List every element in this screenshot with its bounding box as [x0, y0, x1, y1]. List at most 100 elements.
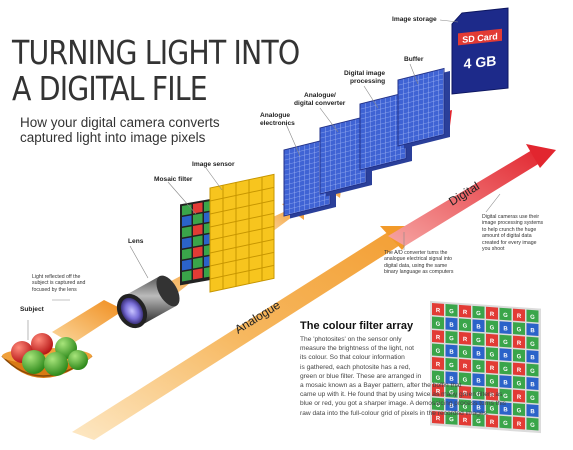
cfa-cell: [513, 416, 525, 430]
cfa-cell: [459, 331, 471, 345]
sensor-grid-line: [210, 238, 274, 254]
cfa-cell-letter: G: [517, 408, 522, 414]
cfa-cell-letter: B: [476, 378, 481, 384]
cfa-cell: [472, 400, 485, 414]
label-image-sensor: Image sensor: [192, 161, 235, 168]
cfa-cell-letter: B: [449, 349, 454, 355]
label-mosaic-filter: Mosaic filter: [154, 176, 193, 183]
label-image-storage: Image storage: [392, 16, 437, 23]
cfa-cell: [472, 319, 485, 333]
cfa-cell: [486, 360, 498, 374]
cfa-cell: [513, 322, 525, 336]
colour-filter-array-heading: The colour filter array: [300, 320, 414, 332]
page-title-line1: TURNING LIGHT INTO: [12, 33, 300, 72]
cfa-cell-letter: R: [517, 314, 522, 320]
cfa-cell: [499, 348, 512, 362]
image-sensor: [209, 173, 275, 293]
label-processing-2: processing: [350, 78, 386, 85]
cfa-cell: [459, 412, 471, 426]
label-analogue-electronics-1: Analogue: [260, 112, 291, 119]
cfa-cell: [472, 305, 485, 319]
cfa-cell-letter: R: [490, 420, 495, 426]
cfa-cell-letter: G: [436, 376, 441, 382]
cfa-cell-letter: R: [490, 393, 495, 399]
cfa-body-line: The 'photosites' on the sensor only: [300, 336, 402, 343]
cfa-cell: [432, 384, 444, 397]
cfa-cell: [459, 318, 471, 332]
sensor-grid-line: [210, 251, 274, 267]
mosaic-filter-cell: [193, 202, 203, 214]
label-buffer: Buffer: [404, 56, 424, 63]
cfa-body-line: raw data into the full-colour grid of pi…: [300, 409, 489, 417]
cfa-cell-letter: R: [436, 308, 441, 314]
cfa-cell: [486, 306, 498, 320]
cfa-cell: [445, 357, 458, 371]
cfa-cell: [526, 336, 539, 350]
mosaic-filter-cell: [182, 248, 192, 260]
cfa-cell: [459, 399, 471, 413]
cfa-cell: [513, 389, 525, 403]
cfa-body-line: is gathered, each photosite has a red,: [300, 363, 411, 371]
subtitle-line2: captured light into image pixels: [20, 130, 206, 145]
cfa-cell-letter: R: [463, 310, 468, 316]
cfa-cell: [459, 345, 471, 359]
cfa-cell: [499, 375, 512, 389]
cfa-cell-letter: G: [436, 349, 441, 355]
note-ad-line: The A/D converter turns the: [384, 250, 448, 256]
cfa-cell: [486, 333, 498, 347]
cfa-cell: [486, 387, 498, 401]
cfa-cell-letter: R: [436, 335, 441, 341]
cfa-cell: [526, 377, 539, 390]
note-light-reflected: Light reflected off the subject is captu…: [32, 274, 112, 293]
cfa-cell-letter: R: [517, 368, 522, 374]
cfa-cell: [472, 359, 485, 373]
cfa-cell-letter: G: [517, 327, 522, 333]
label-analogue-electronics-2: electronics: [260, 120, 295, 127]
cfa-cell-letter: G: [449, 363, 454, 369]
cfa-cell-letter: R: [517, 341, 522, 347]
note-digital-line: Digital cameras use their: [482, 214, 540, 220]
cfa-cell: [486, 414, 498, 428]
cfa-cell-letter: G: [490, 325, 495, 331]
panel-digital-processing: [359, 91, 412, 173]
cfa-cell-letter: R: [490, 339, 495, 345]
cfa-cell: [472, 373, 485, 387]
cfa-cell-letter: G: [476, 311, 481, 317]
sd-card-capacity: 4 GB: [464, 52, 497, 71]
cfa-cell-letter: G: [476, 365, 481, 371]
cfa-cell: [459, 358, 471, 372]
cfa-cell: [513, 362, 525, 376]
cfa-cell-letter: G: [476, 419, 481, 425]
cfa-cell: [513, 403, 525, 417]
cfa-cell-letter: R: [436, 389, 441, 395]
mosaic-filter-cell: [193, 224, 203, 236]
cfa-cell: [486, 401, 498, 415]
cfa-cell: [486, 347, 498, 361]
note-ad-line: analogue electrical signal into: [384, 256, 453, 263]
cfa-cell: [445, 371, 458, 385]
cfa-cell: [459, 304, 471, 318]
cfa-cell-letter: G: [530, 396, 535, 402]
cfa-body-line: measure the brightness of the light, not: [300, 345, 414, 353]
cfa-cell-letter: G: [503, 421, 508, 427]
camera-lens: [116, 275, 180, 329]
cfa-cell-letter: G: [517, 381, 522, 387]
cfa-cell-letter: G: [530, 369, 535, 375]
cfa-cell-letter: G: [449, 336, 454, 342]
cfa-cell-letter: R: [517, 395, 522, 401]
sensor-grid-line: [210, 199, 274, 215]
cfa-cell: [432, 370, 444, 384]
cfa-cell-letter: B: [530, 382, 535, 388]
label-converter-1: Analogue/: [304, 92, 336, 99]
cfa-cell: [432, 330, 444, 343]
cfa-cell-letter: R: [463, 418, 468, 424]
cfa-cell-letter: R: [436, 362, 441, 368]
cfa-cell-letter: G: [449, 390, 454, 396]
cfa-cell-letter: R: [490, 366, 495, 372]
colour-filter-array-body: The 'photosites' on the sensor only meas…: [300, 335, 568, 418]
cfa-cell-letter: G: [436, 322, 441, 328]
cfa-cell-letter: B: [476, 405, 481, 411]
cfa-cell: [499, 388, 512, 402]
cfa-cell-letter: G: [530, 342, 535, 348]
